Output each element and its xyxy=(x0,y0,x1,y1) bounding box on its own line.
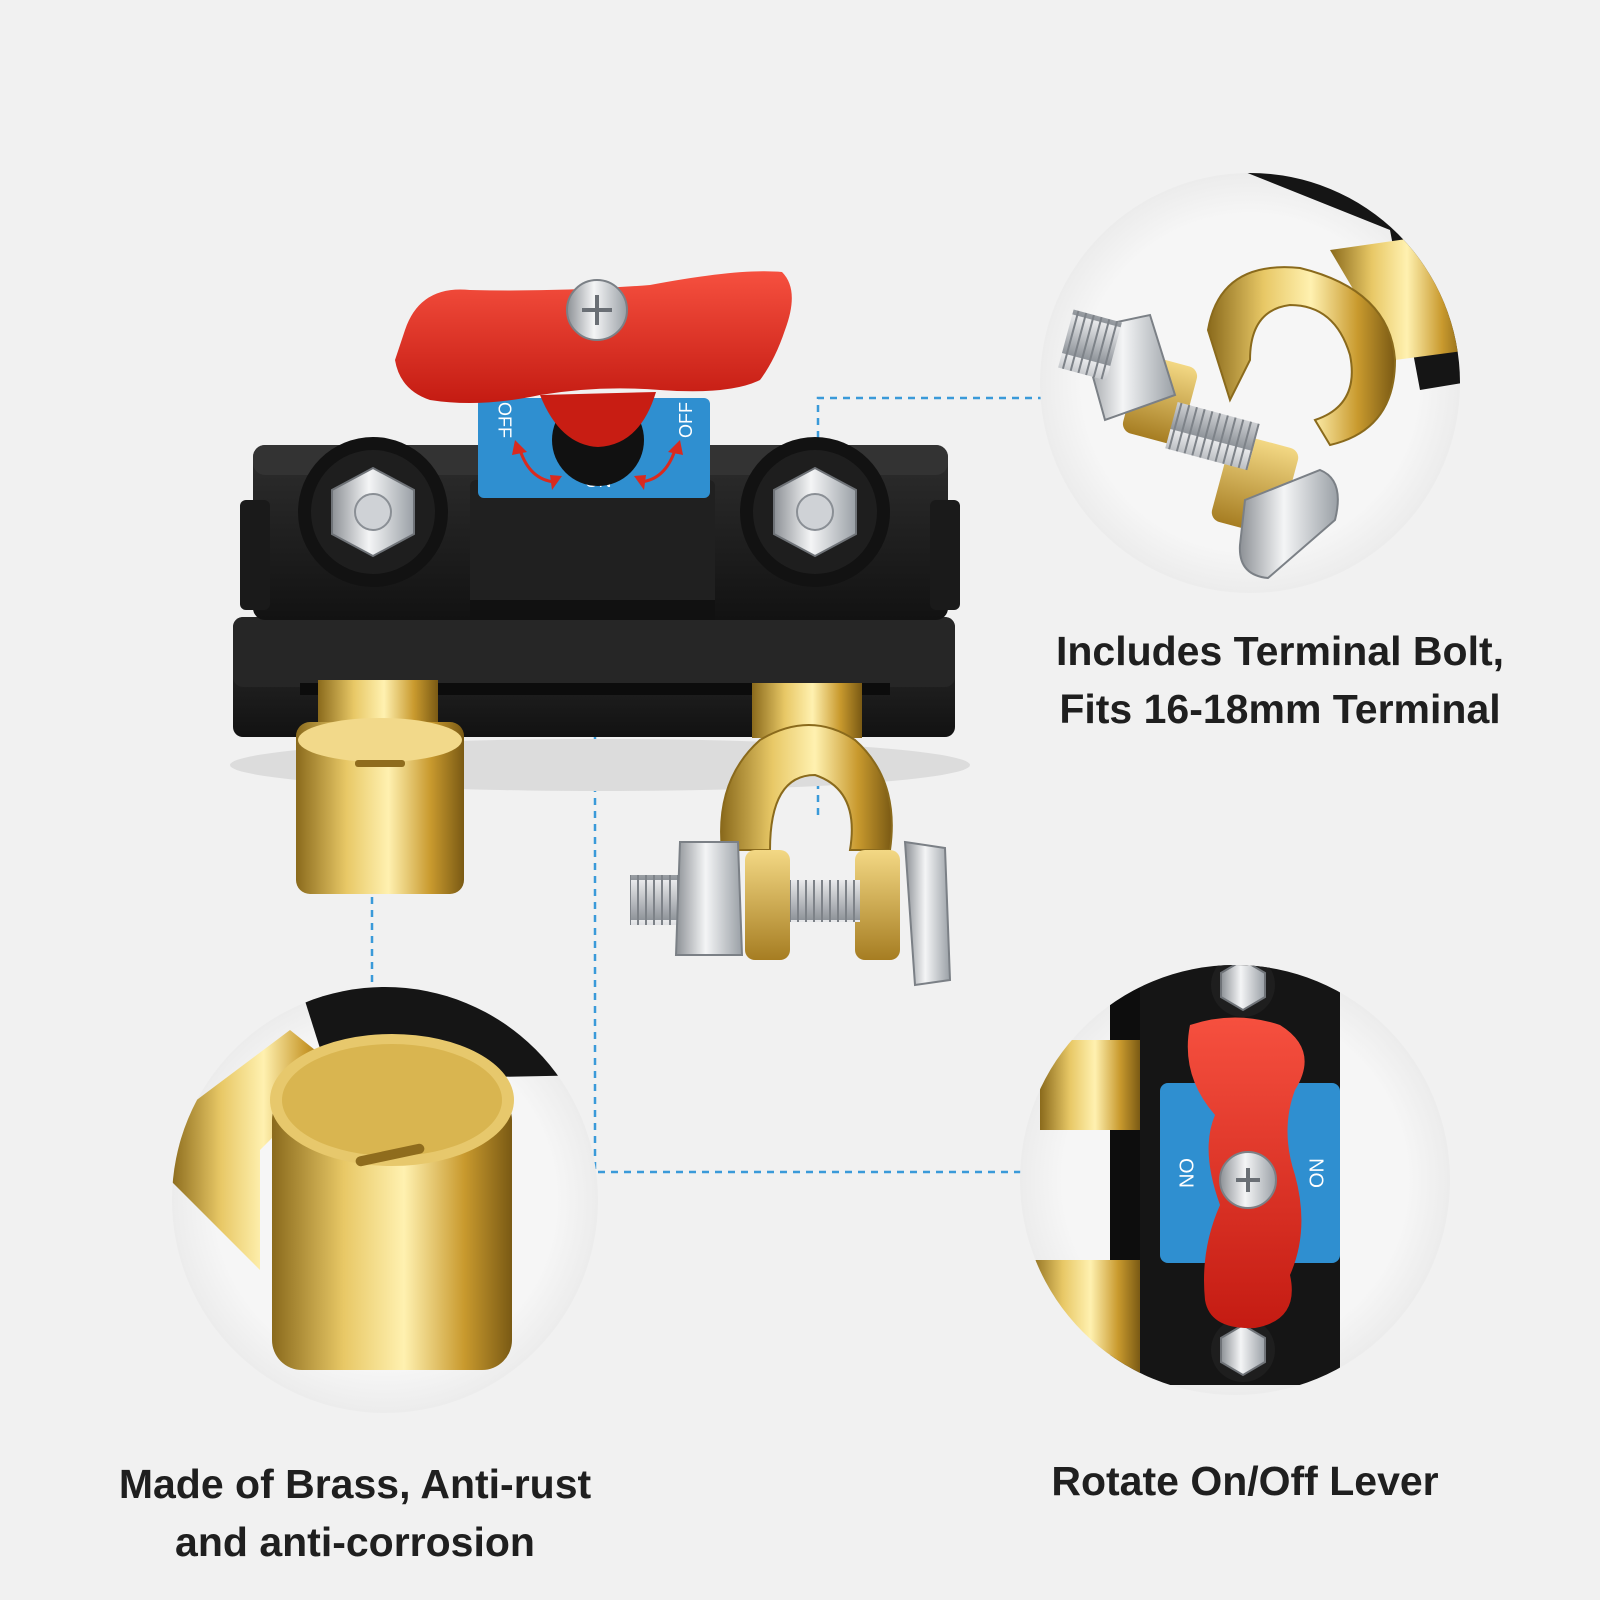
detail-circle-terminal-bolt xyxy=(1040,173,1460,593)
left-stud-nut xyxy=(298,437,448,587)
red-lever xyxy=(395,271,792,447)
caption-lever: Rotate On/Off Lever xyxy=(1000,1452,1490,1510)
caption-brass-line2: and anti-corrosion xyxy=(175,1519,535,1565)
detail-dial-on-right: ON xyxy=(1306,1158,1328,1188)
battery-terminal-clamp xyxy=(630,683,952,987)
detail-dial-on-left: ON xyxy=(1175,1158,1197,1188)
caption-lever-line1: Rotate On/Off Lever xyxy=(1051,1458,1439,1504)
dial-label-off-left: OFF xyxy=(494,402,514,438)
leader-line-terminal-bolt xyxy=(816,396,1058,815)
brass-post-cap xyxy=(296,680,464,894)
battery-disconnect-switch: OFF OFF ON xyxy=(230,271,970,987)
right-stud-nut xyxy=(740,437,890,587)
caption-terminal-bolt: Includes Terminal Bolt, Fits 16-18mm Ter… xyxy=(1000,622,1560,738)
caption-brass-line1: Made of Brass, Anti-rust xyxy=(118,1461,592,1507)
caption-terminal-bolt-line1: Includes Terminal Bolt, xyxy=(1055,628,1505,674)
switch-column xyxy=(470,480,715,620)
dial-label-off-right: OFF xyxy=(676,402,696,438)
caption-terminal-bolt-line2: Fits 16-18mm Terminal xyxy=(1059,686,1501,732)
detail-circle-brass-cap xyxy=(172,987,598,1413)
leader-line-lever xyxy=(593,512,1030,1174)
detail-circle-lever: ON ON xyxy=(1020,965,1450,1395)
caption-brass: Made of Brass, Anti-rust and anti-corros… xyxy=(60,1455,650,1571)
